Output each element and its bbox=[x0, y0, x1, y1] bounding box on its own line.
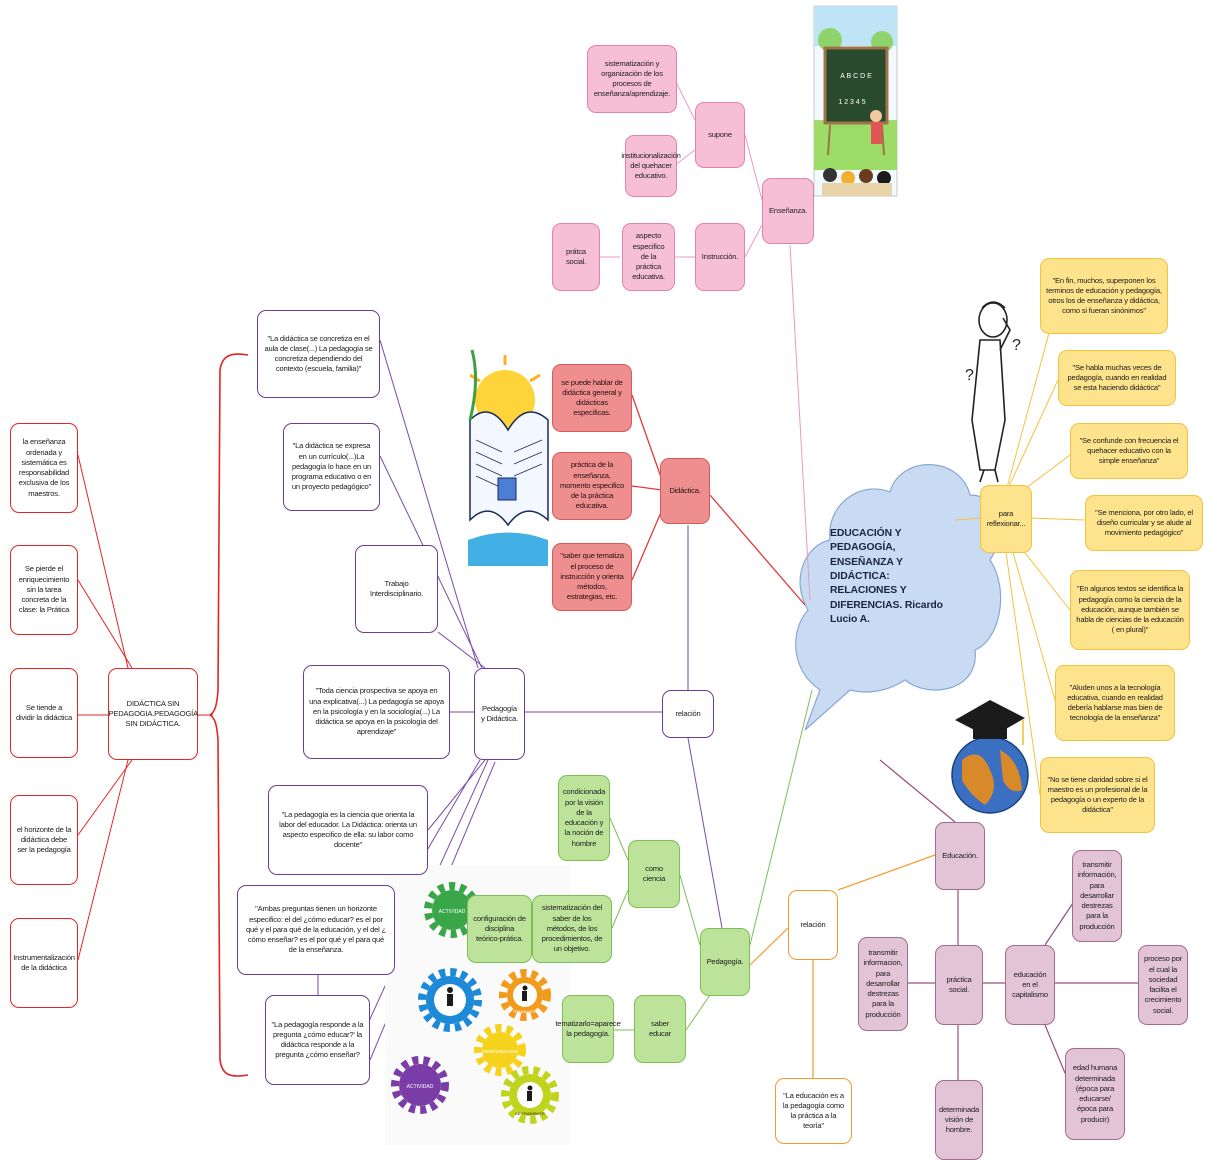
educacion-root-node[interactable]: Educación. bbox=[935, 822, 985, 890]
book-reading-image bbox=[468, 338, 549, 566]
reflexionar-quote-1[interactable]: "En fin, muchos, superponen los terminos… bbox=[1040, 258, 1168, 334]
reflexionar-links bbox=[954, 299, 1086, 796]
gear-label-1: ACTIVIDAD bbox=[439, 909, 466, 915]
didactica-item-2[interactable]: práctica de la enseñanza, momento especi… bbox=[552, 452, 632, 520]
reflexionar-quote-5[interactable]: "En algunos textos se identifica la peda… bbox=[1070, 570, 1190, 650]
pedagogia-saber-educar[interactable]: saber educar bbox=[634, 995, 686, 1063]
didactica-links bbox=[631, 394, 806, 606]
ped-did-quote-3[interactable]: Trabajo Interdisciplinario. bbox=[355, 545, 438, 633]
reflexionar-quote-6[interactable]: "Aluden unos a la tecnología educativa, … bbox=[1055, 665, 1175, 741]
pedagogia-condicionada[interactable]: condicionada por la visión de la educaci… bbox=[558, 775, 610, 861]
gear-label-5: ACTIVIDAD bbox=[407, 1084, 434, 1090]
sin-links bbox=[77, 353, 249, 1077]
chalkboard-image: A B C D E 1 2 3 4 5 bbox=[813, 5, 898, 197]
ensenanza-supone-item-2[interactable]: institucionalización del quehacer educat… bbox=[621, 135, 681, 197]
educacion-practica-social[interactable]: práctica social. bbox=[935, 945, 983, 1025]
ensenanza-supone-node[interactable]: supone bbox=[695, 102, 745, 168]
gear-label-2: ENSEÑABILIDAD bbox=[482, 1048, 519, 1054]
ped-did-root-node[interactable]: Pedagogía y Didáctica. bbox=[474, 668, 525, 760]
ped-did-quote-5[interactable]: "La pedagogía es la ciencia que orienta … bbox=[268, 785, 428, 875]
reflexionar-root-node[interactable]: para reflexionar... bbox=[980, 485, 1032, 553]
gear-label-4: SE TRANSMITE bbox=[515, 1111, 545, 1116]
gear-label-3: TRANSMITIR bbox=[513, 1009, 538, 1014]
ped-did-quote-7[interactable]: "La pedagogía responde a la pregunta ¿có… bbox=[265, 995, 370, 1085]
reflexionar-quote-7[interactable]: "No se tiene claridad sobre si el maestr… bbox=[1040, 757, 1155, 833]
relacion-links bbox=[749, 854, 936, 1078]
ensenanza-instruccion-item[interactable]: aspecto especifico de la práctica educat… bbox=[622, 223, 675, 291]
pedagogia-root-node[interactable]: Pedagogía. bbox=[700, 928, 750, 996]
ped-did-quote-1[interactable]: "La didáctica se concretiza en el aula d… bbox=[257, 310, 380, 398]
educacion-capitalismo[interactable]: educación en el capitalismo bbox=[1005, 945, 1055, 1025]
ensenanza-supone-item-1[interactable]: sistematización y organización de los pr… bbox=[587, 45, 677, 113]
educacion-transmitir-info[interactable]: transmitir informacion, para desarrollar… bbox=[858, 937, 908, 1031]
sin-item-4[interactable]: el horizonte de la didáctica debe ser la… bbox=[10, 795, 78, 885]
graduation-globe-image bbox=[951, 700, 1029, 814]
reflexionar-quote-3[interactable]: "Se confunde con frecuencia el quehacer … bbox=[1070, 423, 1188, 479]
didactica-root-node[interactable]: Didáctica. bbox=[660, 458, 710, 524]
didactica-item-3[interactable]: "saber que tematiza el proceso de instru… bbox=[552, 543, 632, 611]
central-cloud-shape bbox=[795, 464, 1002, 731]
educacion-cap-item-2[interactable]: proceso por el cual la sociedad facilita… bbox=[1138, 945, 1188, 1025]
educacion-vision-hombre[interactable]: determinada visión de hombre. bbox=[935, 1080, 983, 1160]
svg-text:?: ? bbox=[965, 367, 974, 384]
reflexionar-quote-2[interactable]: "Se habla muchas veces de pedagogía, cua… bbox=[1058, 350, 1176, 406]
sin-item-5[interactable]: Instrumentalización de la didáctica bbox=[10, 918, 78, 1008]
ensenanza-root-node[interactable]: Enseñanza. bbox=[762, 178, 814, 244]
ensenanza-instruccion-node[interactable]: Instrucción. bbox=[695, 223, 745, 291]
ensenanza-practica-social[interactable]: prátca social. bbox=[552, 223, 600, 291]
educacion-relacion-node[interactable]: relación bbox=[788, 890, 838, 960]
educacion-relacion-quote[interactable]: "La educación es a la pedagogía como la … bbox=[775, 1078, 852, 1144]
ped-did-quote-4[interactable]: "Toda ciencia prospectiva se apoya en un… bbox=[303, 665, 450, 759]
pedagogia-sistematizacion[interactable]: sistematización del saber de los métodos… bbox=[532, 895, 612, 963]
sin-item-1[interactable]: la enseñanza ordenada y sistemática es r… bbox=[10, 423, 78, 513]
pedagogia-configuracion[interactable]: configuración de disciplina teórico-prát… bbox=[467, 895, 532, 963]
chalkboard-numbers: 1 2 3 4 5 bbox=[838, 99, 865, 106]
educacion-cap-item-3[interactable]: edad humana determinada (época para educ… bbox=[1065, 1048, 1125, 1140]
pedagogia-tematizarlo[interactable]: tematizarlo=aparece la pedagogía. bbox=[555, 995, 621, 1063]
ped-did-relacion-node[interactable]: relación bbox=[662, 690, 714, 738]
sin-item-2[interactable]: Se pierde el enriquecimiento sin la tare… bbox=[10, 545, 78, 635]
reflexionar-quote-4[interactable]: "Se menciona, por otro lado, el diseño c… bbox=[1085, 495, 1203, 551]
central-title: EDUCACIÓN Y PEDAGOGÍA, ENSEÑANZA Y DIDÁC… bbox=[830, 528, 943, 626]
educacion-cap-item-1[interactable]: transmitir información, para desarrollar… bbox=[1072, 850, 1122, 942]
sin-item-3[interactable]: Se tiende a dividir la didáctica bbox=[10, 668, 78, 758]
didactica-item-1[interactable]: se puede hablar de didáctica general y d… bbox=[552, 364, 632, 432]
svg-text:?: ? bbox=[1012, 337, 1021, 354]
sin-root-node[interactable]: DIDÁCTICA SIN PEDAGOGIA.PEDAGOGÍA SIN DI… bbox=[108, 668, 198, 760]
ensenanza-links bbox=[598, 79, 811, 601]
thinking-man-image: ? ? bbox=[965, 301, 1021, 483]
ped-did-quote-2[interactable]: "La didáctica se expresa en un currículo… bbox=[283, 423, 380, 511]
chalkboard-letters: A B C D E bbox=[840, 73, 872, 80]
ped-did-quote-6[interactable]: "Ambas preguntas tienen un horizonte esp… bbox=[237, 885, 395, 975]
pedagogia-como-ciencia[interactable]: como ciencia bbox=[628, 840, 680, 908]
